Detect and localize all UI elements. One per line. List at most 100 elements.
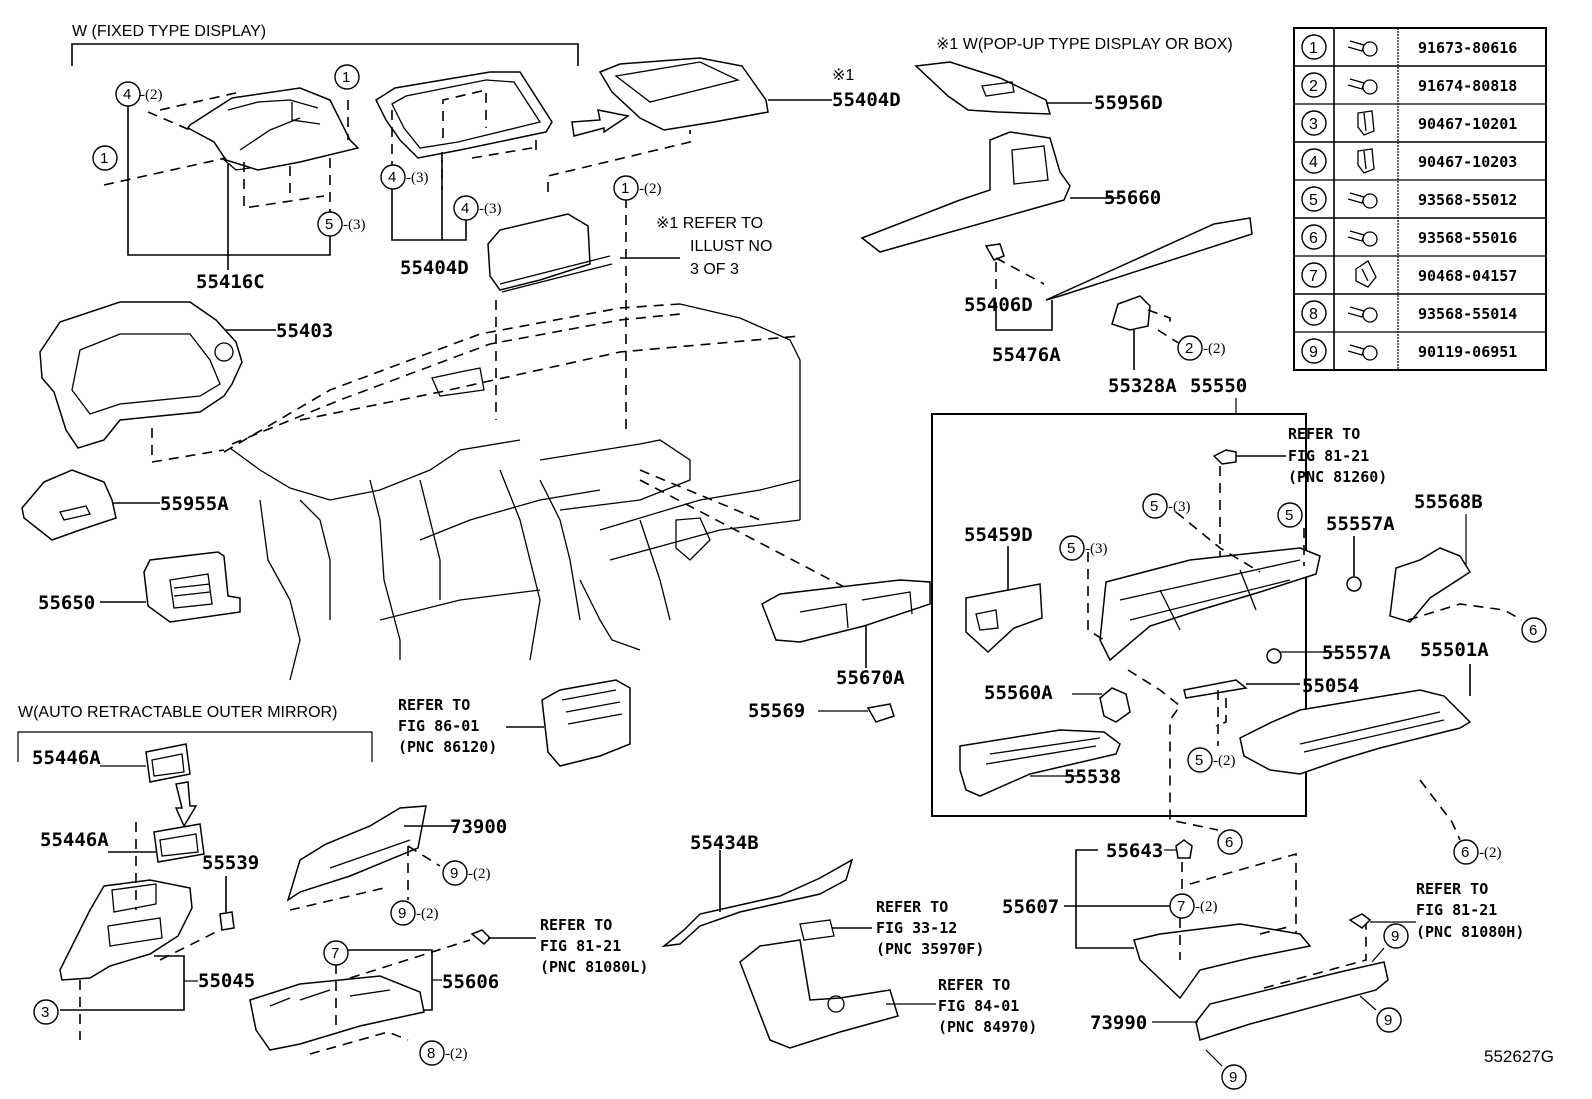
part-55643-clip-shape xyxy=(1175,839,1193,859)
bolt-icon xyxy=(1347,344,1378,361)
part-55650-vent-shape xyxy=(143,551,241,623)
svg-text:-(2): -(2) xyxy=(416,906,439,922)
part-55660-shape xyxy=(860,131,1071,253)
refer-81080H-line3: (PNC 81080H) xyxy=(1416,923,1524,941)
svg-text:7: 7 xyxy=(1177,898,1185,915)
part-label-55955A: 55955A xyxy=(160,493,229,515)
note-popup-type: ※1 W(POP-UP TYPE DISPLAY OR BOX) xyxy=(936,36,1233,53)
svg-text:9: 9 xyxy=(1229,1069,1237,1086)
part-55956D-shape xyxy=(914,61,1052,115)
svg-text:-(3): -(3) xyxy=(343,217,366,233)
note-fixed-type-display: W (FIXED TYPE DISPLAY) xyxy=(72,23,266,40)
svg-text:4: 4 xyxy=(461,200,469,217)
callout-5-qty-3-upper: 5 -(3) xyxy=(1142,493,1191,519)
svg-text:5: 5 xyxy=(325,216,333,233)
fastener-part-number: 90467-10203 xyxy=(1418,153,1517,171)
svg-text:-(2): -(2) xyxy=(445,1046,468,1062)
part-label-55404D-popup: 55404D xyxy=(832,89,901,111)
fastener-number: 2 xyxy=(1309,78,1318,95)
callout-1-right: 1 xyxy=(334,64,360,90)
part-55955A-shape xyxy=(21,469,117,541)
part-55406D-clip-shape xyxy=(984,243,1005,261)
screw-icon xyxy=(1347,230,1378,247)
fixed-display-bracket xyxy=(71,43,579,66)
fastener-part-number: 90467-10201 xyxy=(1418,115,1517,133)
screw-icon xyxy=(1347,192,1378,209)
callout-circle xyxy=(1301,72,1327,98)
part-55459D-shape xyxy=(965,583,1043,654)
part-label-55557A-upper: 55557A xyxy=(1326,513,1395,535)
refer-86-line3: (PNC 86120) xyxy=(398,738,497,756)
part-label-55045: 55045 xyxy=(198,970,255,992)
fastener-part-number: 93568-55016 xyxy=(1418,229,1517,247)
part-label-55459D: 55459D xyxy=(964,524,1033,546)
part-label-55660: 55660 xyxy=(1104,187,1161,209)
part-label-55476A: 55476A xyxy=(992,344,1061,366)
refer-81080L-line3: (PNC 81080L) xyxy=(540,958,648,976)
svg-text:6: 6 xyxy=(1225,834,1233,851)
callout-5-qty-3-lower: 5 -(3) xyxy=(1059,535,1108,561)
part-label-55416C: 55416C xyxy=(196,271,265,293)
part-55328A-bracket-shape xyxy=(1111,295,1151,331)
callout-9-qty-2-lower: 9 -(2) xyxy=(390,900,439,926)
callout-7-qty-2: 7 -(2) xyxy=(1169,893,1218,919)
callout-circle xyxy=(1301,148,1327,174)
part-55054-rod-shape xyxy=(1183,679,1248,699)
part-label-55434B: 55434B xyxy=(690,832,759,854)
part-label-55670A: 55670A xyxy=(836,667,905,689)
fastener-part-number: 93568-55012 xyxy=(1418,191,1517,209)
refer-86-line2: FIG 86-01 xyxy=(398,717,479,735)
part-label-55956D: 55956D xyxy=(1094,92,1163,114)
refer-84970-line2: FIG 84-01 xyxy=(938,997,1019,1015)
refer-81080L-line2: FIG 81-21 xyxy=(540,937,621,955)
refer-81080L-line1: REFER TO xyxy=(540,916,612,934)
part-55416C-shape xyxy=(186,87,360,171)
climate-control-panel-shape xyxy=(541,679,631,767)
dashboard-frame-shape xyxy=(223,300,851,681)
fastener-number: 9 xyxy=(1309,344,1318,361)
part-label-55406D: 55406D xyxy=(964,294,1033,316)
callout-6-mid: 6 xyxy=(1217,829,1243,855)
clip-icon xyxy=(1357,148,1375,174)
part-label-73900: 73900 xyxy=(450,816,507,838)
svg-text:-(2): -(2) xyxy=(1203,341,1226,357)
note-refer-illust-line2: ILLUST NO xyxy=(690,238,772,255)
part-label-55643: 55643 xyxy=(1106,840,1163,862)
svg-text:6: 6 xyxy=(1461,844,1469,861)
fastener-part-number: 90119-06951 xyxy=(1418,343,1517,361)
part-label-73990: 73990 xyxy=(1090,1012,1147,1034)
svg-text:1: 1 xyxy=(100,150,108,167)
fastener-number: 1 xyxy=(1309,40,1318,57)
part-label-55550: 55550 xyxy=(1190,375,1247,397)
callout-circle xyxy=(1301,110,1327,136)
part-label-55054: 55054 xyxy=(1302,675,1359,697)
bolt-icon xyxy=(1347,40,1378,57)
callout-7: 7 xyxy=(323,940,349,966)
svg-text:-(3): -(3) xyxy=(1168,499,1191,515)
fastener-number: 8 xyxy=(1309,306,1318,323)
part-55045-panel-shape xyxy=(59,879,193,981)
glove-box-housing-shape xyxy=(1099,547,1321,662)
refer-81260-line1: REFER TO xyxy=(1288,425,1360,443)
table-border xyxy=(1293,27,1547,371)
svg-text:5: 5 xyxy=(1067,540,1075,557)
part-55670A-vent-shape xyxy=(761,579,931,643)
fastener-number: 5 xyxy=(1309,192,1318,209)
part-label-55606: 55606 xyxy=(442,971,499,993)
svg-text:-(2): -(2) xyxy=(140,87,163,103)
svg-text:3: 3 xyxy=(41,1004,49,1021)
part-label-55446A-lower: 55446A xyxy=(40,829,109,851)
callout-5-single: 5 xyxy=(1277,502,1303,528)
part-label-55538: 55538 xyxy=(1064,766,1121,788)
callout-circle xyxy=(1301,338,1327,364)
fastener-number: 7 xyxy=(1309,268,1318,285)
fastener-table-row: 9 90119-06951 xyxy=(1301,338,1517,364)
refer-35970F-line1: REFER TO xyxy=(876,898,948,916)
part-label-55568B: 55568B xyxy=(1414,491,1483,513)
center-lower-console-shape xyxy=(739,919,899,1049)
part-label-55403: 55403 xyxy=(276,320,333,342)
